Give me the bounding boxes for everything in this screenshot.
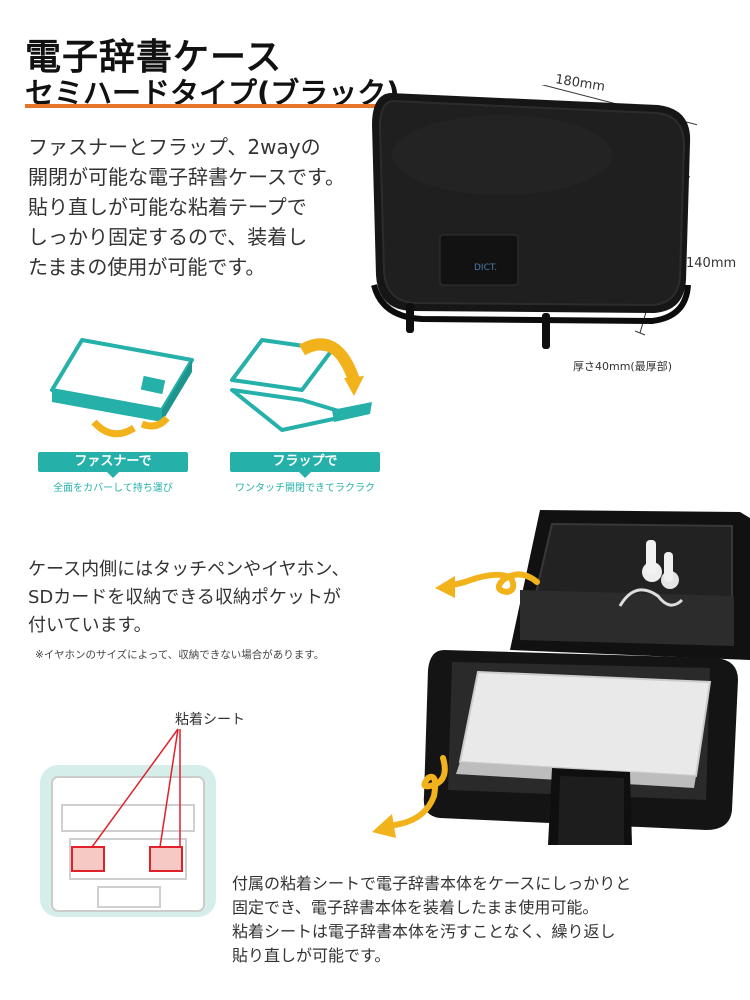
pocket-line: SDカードを収納できる収納ポケットが (28, 587, 341, 608)
intro-line: 開閉が可能な電子辞書ケースです。 (28, 165, 345, 189)
intro-line: しっかり固定するので、装着し (28, 225, 308, 249)
flap-mode-illustration (230, 338, 372, 432)
dimension-thickness: 厚さ40mm(最厚部) (573, 360, 673, 373)
pocket-line: ケース内側にはタッチペンやイヤホン、 (28, 559, 350, 580)
flap-mode-label: フラップで (230, 452, 380, 478)
adhesive-sheet-illustration (40, 728, 216, 917)
case-logo: DICT. (474, 263, 497, 273)
sheet-line: 固定でき、電子辞書本体を装着したまま使用可能。 (232, 898, 599, 917)
sheet-description: 付属の粘着シートで電子辞書本体をケースにしっかりと 固定でき、電子辞書本体を装着… (232, 872, 742, 968)
intro-line: ファスナーとフラップ、2wayの (28, 135, 321, 159)
pocket-arrow-icon (435, 571, 540, 598)
sheet-arrow-icon (372, 755, 448, 838)
pocket-line: 付いています。 (28, 615, 152, 636)
zipper-mode-label: ファスナーで (38, 452, 188, 478)
case-closed-photo: DICT. (371, 85, 697, 349)
sheet-line: 付属の粘着シートで電子辞書本体をケースにしっかりと (232, 874, 632, 893)
intro-text: ファスナーとフラップ、2wayの 開閉が可能な電子辞書ケースです。 貼り直しが可… (28, 132, 388, 282)
zipper-mode-illustration (50, 338, 194, 438)
pocket-description: ケース内側にはタッチペンやイヤホン、 SDカードを収納できる収納ポケットが 付い… (28, 556, 428, 640)
title-underline (25, 104, 413, 108)
adhesive-sheet-label: 粘着シート (175, 712, 245, 728)
flap-mode-caption: ワンタッチ開閉できてラクラク (235, 483, 375, 494)
case-open-photo (423, 510, 750, 845)
intro-line: たままの使用が可能です。 (28, 255, 266, 279)
pocket-note: ※イヤホンのサイズによって、収納できない場合があります。 (35, 649, 325, 661)
page-title: 電子辞書ケース (25, 37, 283, 78)
sheet-line: 貼り直しが可能です。 (232, 946, 391, 965)
zipper-mode-caption: 全面をカバーして持ち運び (53, 483, 173, 494)
intro-line: 貼り直しが可能な粘着テープで (28, 195, 307, 219)
sheet-line: 粘着シートは電子辞書本体を汚すことなく、繰り返し (232, 922, 616, 941)
dimension-height: 140mm (686, 256, 737, 271)
